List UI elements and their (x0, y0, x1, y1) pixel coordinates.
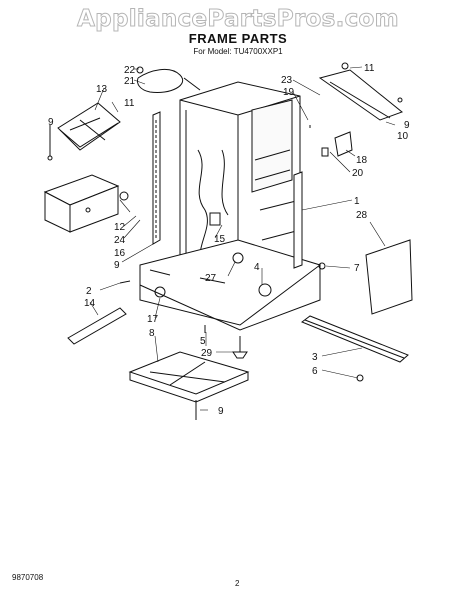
callout-19: 19 (283, 87, 295, 98)
callout-11-b: 11 (364, 63, 375, 74)
callout-12: 12 (114, 222, 126, 233)
callout-20: 20 (352, 168, 364, 179)
callout-27: 27 (205, 273, 217, 284)
left-panel (47, 102, 121, 161)
frame-box (179, 81, 301, 291)
callout-7: 7 (354, 263, 360, 274)
callout-10: 10 (397, 131, 409, 142)
page-number: 2 (235, 579, 240, 588)
callout-1: 1 (354, 196, 360, 207)
callout-14: 14 (84, 298, 96, 309)
frame-base (139, 239, 322, 331)
callout-22: 22 (124, 65, 136, 76)
bottom-tray (128, 351, 250, 403)
callout-23: 23 (281, 75, 293, 86)
callout-2: 2 (86, 286, 92, 297)
callout-15: 15 (214, 234, 226, 245)
callout-29: 29 (201, 348, 213, 359)
callout-9: 9 (48, 117, 54, 128)
control-cover (43, 174, 129, 233)
watermark: AppliancePartsPros.com (77, 6, 400, 33)
callout-5: 5 (200, 336, 206, 347)
callout-6: 6 (312, 366, 318, 377)
callout-21: 21 (124, 76, 136, 87)
latch-bracket (321, 131, 353, 157)
doc-code: 9870708 (12, 573, 44, 582)
top-bracket (318, 62, 404, 121)
callout-9-b: 9 (114, 260, 120, 271)
callout-8: 8 (149, 328, 155, 339)
callout-24: 24 (114, 235, 126, 246)
callout-16: 16 (114, 248, 126, 259)
model-line: For Model: TU4700XXP1 (193, 47, 283, 56)
back-panel (365, 239, 413, 315)
leveling-leg (232, 336, 248, 359)
callout-18: 18 (356, 155, 368, 166)
callout-9-d: 9 (404, 120, 410, 131)
callout-28: 28 (356, 210, 368, 221)
side-strip (152, 111, 303, 269)
callout-17: 17 (147, 314, 159, 325)
callout-13: 13 (96, 84, 108, 95)
bottom-rail (300, 315, 409, 382)
callout-11: 11 (124, 98, 135, 109)
callout-9-c: 9 (218, 406, 224, 417)
wire-harness (136, 66, 201, 94)
callout-3: 3 (312, 352, 318, 363)
front-strip (67, 307, 127, 345)
callout-4: 4 (254, 262, 260, 273)
page-title: FRAME PARTS (188, 31, 288, 46)
